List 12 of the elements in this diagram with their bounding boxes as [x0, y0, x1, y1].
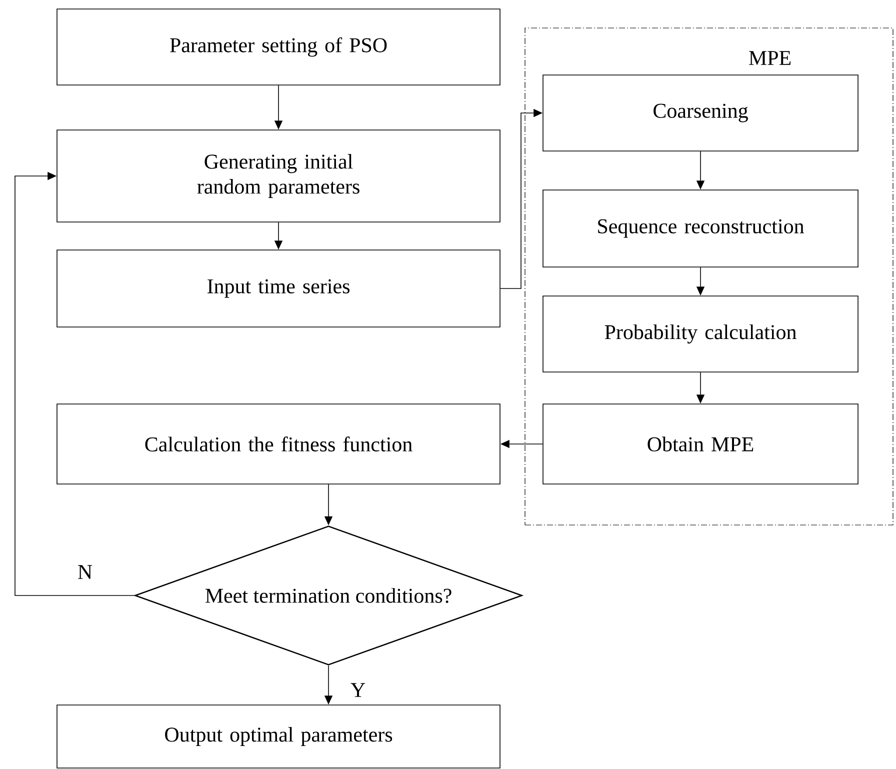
process-box: Output optimal parameters — [56, 704, 500, 768]
process-box: Sequence reconstruction — [542, 190, 858, 268]
process-box: Obtain MPE — [542, 404, 858, 484]
process-box: Probability calculation — [542, 296, 858, 372]
process-box: Input time series — [56, 250, 500, 328]
process-box: Calculation the fitness function — [56, 404, 500, 484]
arrow — [14, 172, 135, 596]
edge-label: N — [76, 564, 94, 580]
process-box: Coarsening — [542, 74, 858, 152]
edge-label: Y — [349, 682, 367, 698]
process-box: Parameter setting of PSO — [56, 8, 500, 86]
process-box: Generating initial random parameters — [56, 130, 500, 222]
